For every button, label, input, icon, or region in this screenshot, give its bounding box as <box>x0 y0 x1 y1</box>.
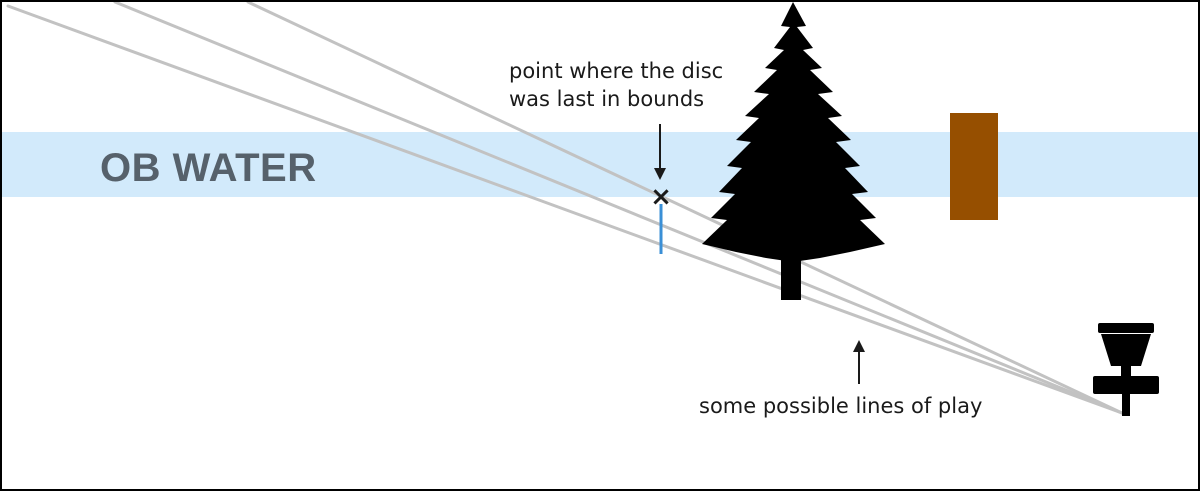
lines-of-play-label: some possible lines of play <box>699 394 983 418</box>
ob-water-label: OB WATER <box>100 146 317 190</box>
arrow-to-point <box>654 124 666 180</box>
flight-line <box>6 4 1124 415</box>
last-in-bounds-marker: × <box>650 182 672 212</box>
flight-line <box>113 0 1124 415</box>
ob-water-zone <box>2 132 1198 197</box>
lines-of-play <box>6 0 1124 415</box>
last-in-bounds-label-line2: was last in bounds <box>509 87 705 111</box>
tree-icon <box>702 2 885 300</box>
flight-line <box>246 0 1124 415</box>
basket-icon <box>1093 323 1159 416</box>
arrow-to-lines <box>853 340 865 384</box>
last-in-bounds-label-line1: point where the disc <box>509 59 724 83</box>
post-icon <box>950 113 998 220</box>
